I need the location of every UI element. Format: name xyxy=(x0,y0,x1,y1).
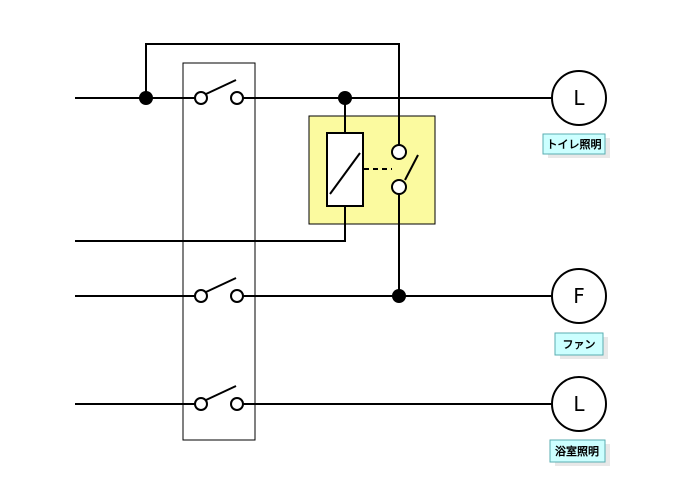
load-bath-light: L xyxy=(551,376,607,432)
label-toilet-light: トイレ照明 xyxy=(542,133,610,158)
coil-return-wire xyxy=(75,206,346,242)
switch-3-blade xyxy=(205,385,237,401)
load-fan-symbol: F xyxy=(573,284,585,308)
switch-2-terminal-right xyxy=(230,289,244,303)
relay-contact-bottom xyxy=(391,179,407,195)
switch-1-blade xyxy=(205,79,237,95)
switch-2-terminal-left xyxy=(194,289,208,303)
relay-coil xyxy=(326,132,364,207)
label-fan-text: ファン xyxy=(563,338,596,351)
load-bath-light-symbol: L xyxy=(573,392,585,416)
switch-3-terminal-right xyxy=(230,397,244,411)
label-bath-light-text: 浴室照明 xyxy=(555,444,599,458)
line-bath-light xyxy=(75,385,552,411)
switch-panel xyxy=(182,62,256,441)
switch-3-terminal-left xyxy=(194,397,208,411)
label-toilet-light-text: トイレ照明 xyxy=(547,138,602,151)
switch-2-blade xyxy=(205,277,237,293)
load-toilet-light: L xyxy=(551,70,607,126)
load-toilet-light-symbol: L xyxy=(573,86,585,110)
relay-contact-blade xyxy=(404,154,419,181)
line-fan xyxy=(75,277,552,303)
relay-contact-top xyxy=(391,144,407,160)
label-fan: ファン xyxy=(554,332,608,359)
label-bath-light: 浴室照明 xyxy=(549,439,610,466)
bypass-wire xyxy=(145,43,400,146)
junction-3 xyxy=(392,289,406,303)
load-fan: F xyxy=(551,268,607,324)
switch-1-terminal-right xyxy=(230,91,244,105)
switch-1-terminal-left xyxy=(194,91,208,105)
